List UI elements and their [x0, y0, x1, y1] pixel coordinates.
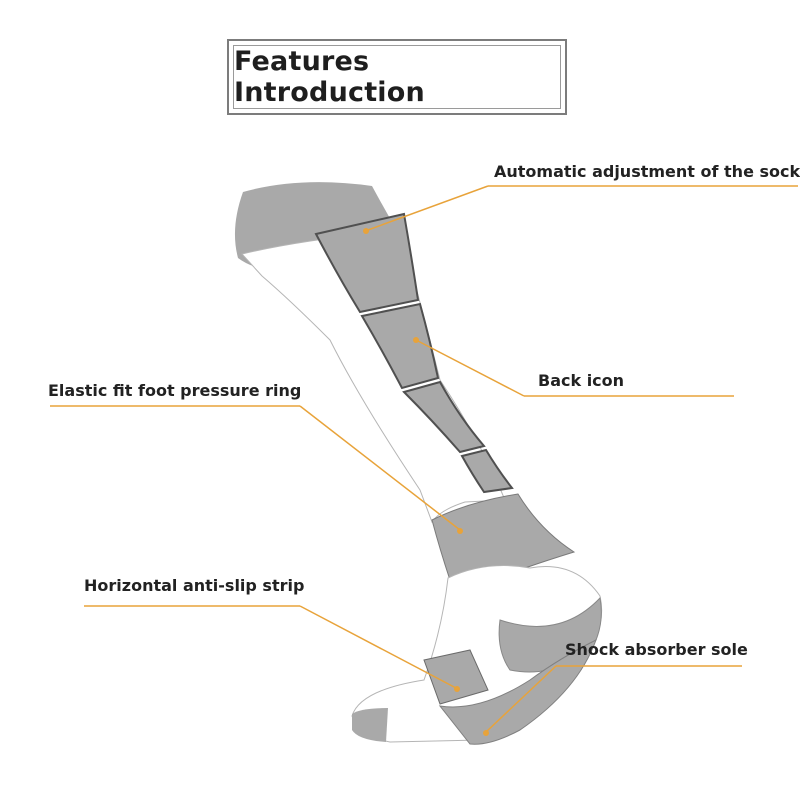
anti-slip-strip — [423, 649, 489, 705]
dot-pressure — [457, 528, 463, 534]
leader-adjustment — [367, 185, 489, 231]
leader-pressure-diag — [299, 405, 461, 531]
leader-anti-slip-diag — [299, 605, 457, 689]
back-panel-3 — [402, 380, 486, 454]
leader-back-icon — [415, 339, 525, 397]
title-inner-frame: Features Introduction — [233, 45, 561, 109]
label-anti-slip: Horizontal anti-slip strip — [84, 576, 305, 595]
label-back-icon: Back icon — [538, 371, 625, 390]
back-panel-4 — [460, 448, 514, 494]
back-panel-2 — [360, 302, 440, 390]
dot-sole — [483, 730, 489, 736]
dot-adjustment — [363, 228, 369, 234]
page-title: Features Introduction — [234, 46, 425, 108]
title-frame: Features Introduction — [227, 39, 567, 115]
label-adjustment: Automatic adjustment of the sock — [494, 162, 800, 181]
dot-anti-slip — [454, 686, 460, 692]
label-sole: Shock absorber sole — [565, 640, 748, 659]
dot-back-icon — [413, 337, 419, 343]
sock-toe — [352, 708, 388, 742]
label-pressure-ring: Elastic fit foot pressure ring — [48, 381, 302, 400]
back-panel-1 — [314, 212, 420, 314]
leader-sole-diag — [485, 665, 557, 733]
